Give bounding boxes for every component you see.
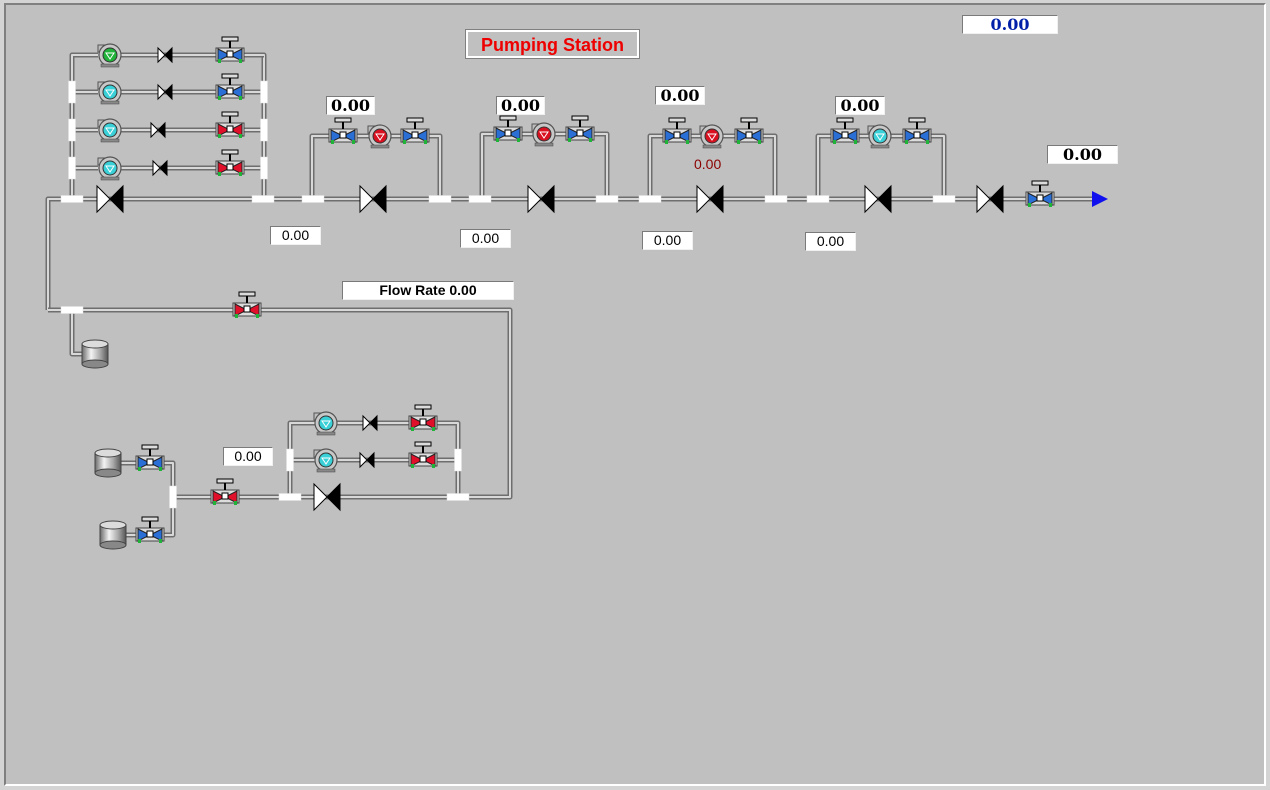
outlet-value: 0.00: [1047, 145, 1118, 164]
centrifugal-pump-icon[interactable]: [313, 448, 338, 473]
intake-manifold: [120, 460, 176, 538]
station-2-header-value: 0.00: [496, 96, 545, 115]
control-valve-icon[interactable]: [1025, 180, 1055, 207]
control-valve-icon[interactable]: [565, 115, 595, 142]
gate-valve-icon[interactable]: [696, 184, 724, 214]
centrifugal-pump-icon[interactable]: [97, 118, 122, 143]
gate-valve-icon[interactable]: [359, 184, 387, 214]
control-valve-icon[interactable]: [215, 73, 245, 100]
check-valve-icon: [362, 414, 378, 432]
check-valve-icon: [157, 46, 173, 64]
pipe-junctions: [60, 80, 956, 509]
control-valve-icon[interactable]: [215, 149, 245, 176]
total-flow-value: 0.00: [962, 15, 1058, 34]
check-valve-icon: [157, 83, 173, 101]
page-title: Pumping Station: [465, 29, 640, 59]
pipe-junction: [169, 485, 177, 509]
gate-valve-icon[interactable]: [864, 184, 892, 214]
control-valve-icon[interactable]: [328, 117, 358, 144]
gate-valve-icon[interactable]: [313, 482, 341, 512]
control-valve-icon[interactable]: [400, 117, 430, 144]
pipe-junction: [260, 156, 268, 180]
control-valve-icon[interactable]: [734, 117, 764, 144]
storage-tank-icon[interactable]: [99, 520, 127, 550]
station-3-pump-reading: 0.00: [694, 156, 722, 172]
gate-valve-icon[interactable]: [96, 184, 124, 214]
pipe-junction: [595, 195, 619, 203]
flow-rate-display: Flow Rate 0.00: [342, 281, 514, 300]
flow-arrow-icon: [1092, 191, 1108, 207]
pipe-junction: [260, 80, 268, 104]
check-valve-icon: [152, 159, 168, 177]
intake-value: 0.00: [223, 447, 273, 466]
pipe-junction: [301, 195, 325, 203]
centrifugal-pump-icon[interactable]: [97, 43, 122, 68]
station-4-flow-value: 0.00: [805, 232, 856, 251]
pipe-junction: [68, 156, 76, 180]
control-valve-icon[interactable]: [408, 404, 438, 431]
bank-left-riser: [69, 52, 98, 199]
control-valve-icon[interactable]: [215, 36, 245, 63]
pipe-junction: [446, 493, 470, 501]
station-3-header-value: 0.00: [655, 86, 705, 105]
control-valve-icon[interactable]: [902, 117, 932, 144]
pipe-junction: [278, 493, 302, 501]
storage-tank-icon[interactable]: [94, 448, 122, 478]
pipe-junction: [638, 195, 662, 203]
pipe-junction: [806, 195, 830, 203]
pipe-junction: [68, 80, 76, 104]
centrifugal-pump-icon[interactable]: [699, 124, 724, 149]
pipe-junction: [932, 195, 956, 203]
control-valve-icon[interactable]: [830, 117, 860, 144]
check-valve-icon: [359, 451, 375, 469]
centrifugal-pump-icon[interactable]: [867, 124, 892, 149]
control-valve-icon[interactable]: [408, 441, 438, 468]
gate-valve-icon[interactable]: [527, 184, 555, 214]
main-header-pipe: [45, 196, 1095, 310]
control-valve-icon[interactable]: [493, 115, 523, 142]
station-4-header-value: 0.00: [835, 96, 885, 115]
control-valve-icon[interactable]: [232, 291, 262, 318]
pipe-junction: [468, 195, 492, 203]
check-valve-icon: [150, 121, 166, 139]
scada-canvas: [4, 3, 1266, 786]
station-3-flow-value: 0.00: [642, 231, 693, 250]
pipe-junction: [260, 118, 268, 142]
devices: [81, 36, 1108, 550]
pipe-junction: [454, 448, 462, 472]
station-2-flow-value: 0.00: [460, 229, 511, 248]
centrifugal-pump-icon[interactable]: [367, 124, 392, 149]
control-valve-icon[interactable]: [135, 444, 165, 471]
control-valve-icon[interactable]: [215, 111, 245, 138]
control-valve-icon[interactable]: [135, 516, 165, 543]
station-1-header-value: 0.00: [326, 96, 375, 115]
pipe-junction: [286, 448, 294, 472]
pipe-junction: [60, 195, 84, 203]
pipe-junction: [251, 195, 275, 203]
control-valve-icon[interactable]: [662, 117, 692, 144]
centrifugal-pump-icon[interactable]: [97, 80, 122, 105]
pipe-junction: [60, 306, 84, 314]
centrifugal-pump-icon[interactable]: [313, 411, 338, 436]
station-1-flow-value: 0.00: [270, 226, 321, 245]
centrifugal-pump-icon[interactable]: [97, 156, 122, 181]
control-valve-icon[interactable]: [210, 478, 240, 505]
gate-valve-icon[interactable]: [976, 184, 1004, 214]
pipe-junction: [764, 195, 788, 203]
centrifugal-pump-icon[interactable]: [531, 122, 556, 147]
pipe-junction: [428, 195, 452, 203]
storage-tank-icon[interactable]: [81, 339, 109, 369]
pipe-junction: [68, 118, 76, 142]
return-loop-pipe: [48, 307, 513, 500]
